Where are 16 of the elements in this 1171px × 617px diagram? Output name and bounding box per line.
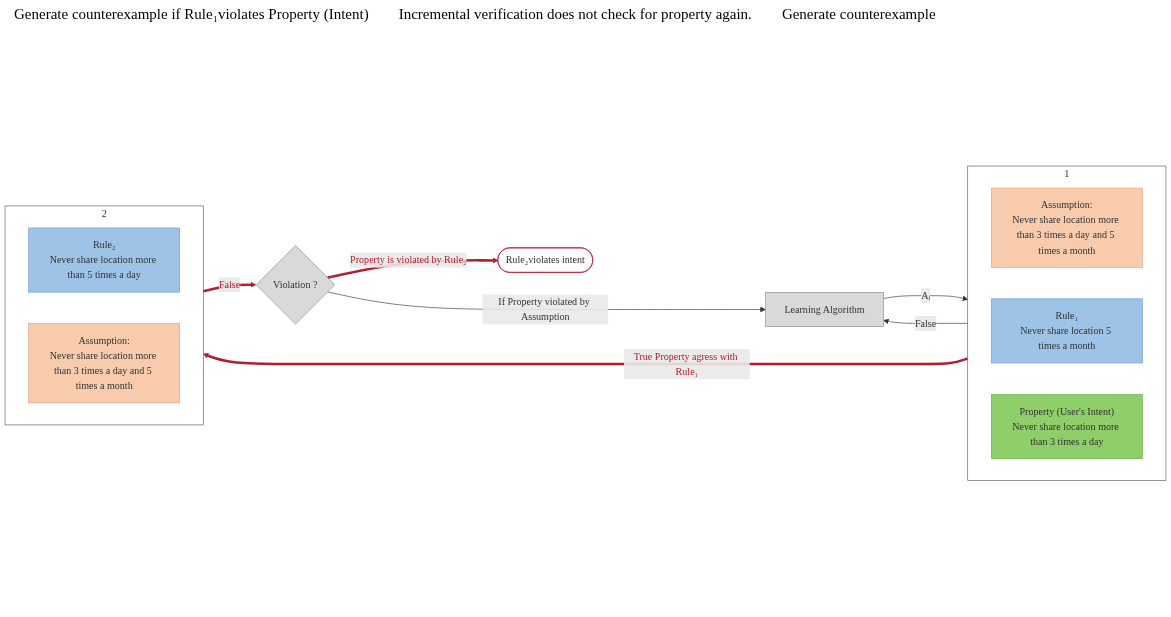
edge-label: Property is violated by Rule₂ xyxy=(350,254,467,265)
node-box: Rule₁ Never share location 5 times a month xyxy=(991,298,1143,363)
edge-label: False xyxy=(219,278,241,290)
edge-label: If Property violated by Assumption xyxy=(498,295,590,322)
node-box: Property (User's Intent) Never share location more than 3 times a day xyxy=(991,393,1143,459)
node-box: Assumption: Never share location more than 3 times a day and 5 times a month xyxy=(28,322,180,403)
node-diamond: Violation ? xyxy=(256,244,335,324)
edge-label: Aᵢ xyxy=(921,289,931,301)
node-box: Rule₂ Never share location more than 5 times a day xyxy=(28,227,180,293)
node-box: Assumption: Never share location more than 3 times a day and 5 times a month xyxy=(991,187,1143,268)
note-text: Generate counterexample xyxy=(781,6,936,23)
node-box: Learning Algorithm xyxy=(765,291,884,327)
note-text: Incremental verification does not check for property again. xyxy=(398,6,752,23)
edge-label: False xyxy=(915,317,937,329)
edge-label: True Property agress with Rule₁ xyxy=(633,350,738,377)
note-text: Generate counterexample if Rule₁violates Property (Intent) xyxy=(14,6,369,23)
